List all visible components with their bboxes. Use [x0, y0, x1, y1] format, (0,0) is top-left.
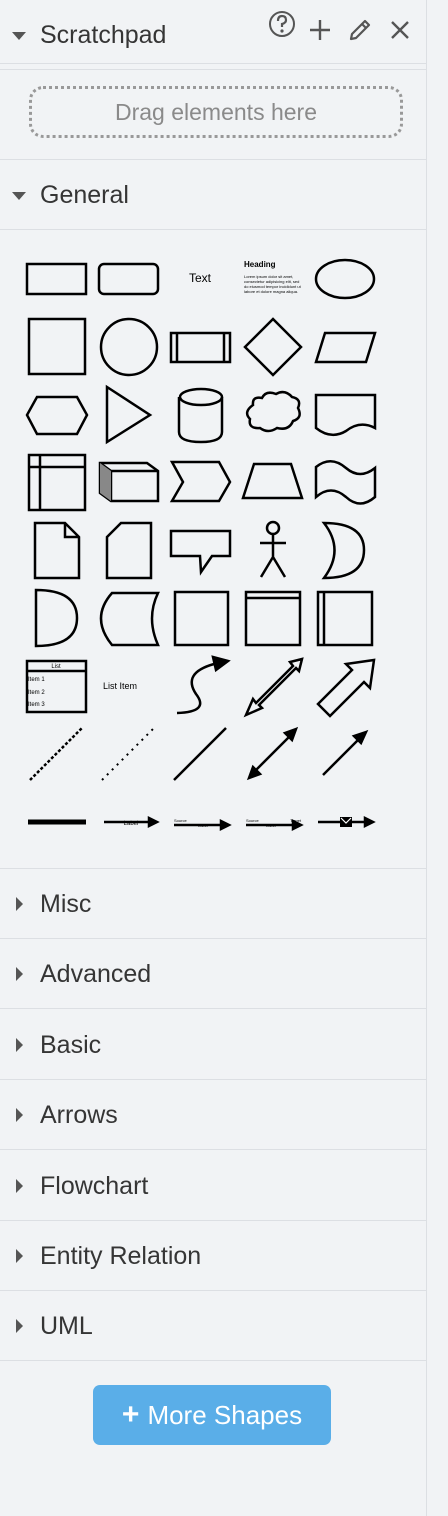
shape-text-label[interactable]: Text — [189, 271, 212, 285]
chevron-down-icon[interactable] — [12, 29, 26, 43]
shape-document[interactable] — [314, 393, 377, 437]
connector-label: Label — [266, 823, 276, 828]
list-item: Item 3 — [28, 702, 45, 708]
shape-labeled-connector[interactable]: Label — [104, 815, 160, 829]
shape-tape[interactable] — [314, 460, 377, 505]
shape-container-title[interactable] — [244, 590, 302, 647]
shape-delay[interactable] — [34, 588, 79, 648]
heading-title: Heading — [244, 260, 276, 269]
section-misc-header[interactable]: Misc — [0, 869, 426, 939]
shape-block-arrow[interactable] — [316, 658, 376, 718]
target-label: Target — [290, 818, 302, 823]
divider — [0, 159, 426, 160]
heading-body-line: labore et dolore magna aliqua. — [244, 289, 298, 294]
shape-circle[interactable] — [99, 317, 159, 377]
help-icon[interactable] — [268, 10, 296, 38]
plus-icon[interactable] — [306, 16, 334, 44]
shape-trapezoid[interactable] — [241, 462, 304, 500]
pencil-icon[interactable] — [346, 16, 374, 44]
source-label: Source — [246, 818, 259, 823]
close-icon[interactable] — [386, 16, 414, 44]
shape-directional-connector[interactable] — [322, 729, 369, 776]
source-label: Source — [174, 818, 187, 823]
shape-bidirectional-connector[interactable] — [246, 726, 299, 781]
shape-cube[interactable] — [98, 461, 160, 503]
list-title: List — [51, 664, 61, 670]
plus-icon: + — [121, 1398, 140, 1431]
shape-process[interactable] — [169, 331, 232, 364]
section-entity-relation-header[interactable]: Entity Relation — [0, 1221, 426, 1291]
shape-heading-textbox[interactable]: Heading Lorem ipsum dolor sit amet, cons… — [244, 260, 302, 294]
more-shapes-label: More Shapes — [147, 1400, 303, 1430]
chevron-down-icon[interactable] — [12, 189, 26, 203]
shape-dotted-line[interactable] — [101, 727, 155, 781]
general-shapes-palette: Text Heading Lorem ipsum dolor sit amet,… — [25, 258, 377, 832]
chevron-right-icon[interactable] — [12, 1038, 26, 1052]
shape-dashed-line[interactable] — [29, 727, 83, 781]
list-item: Item 2 — [28, 690, 45, 696]
connector-label: Label — [198, 823, 208, 828]
shape-cloud[interactable] — [245, 390, 301, 433]
chevron-right-icon[interactable] — [12, 1249, 26, 1263]
shape-line[interactable] — [173, 727, 227, 781]
heading-body-line: Lorem ipsum dolor sit amet, — [244, 274, 293, 279]
chevron-right-icon[interactable] — [12, 1108, 26, 1122]
section-basic-header[interactable]: Basic — [0, 1010, 426, 1080]
section-title: Entity Relation — [40, 1242, 202, 1270]
section-flowchart-header[interactable]: Flowchart — [0, 1151, 426, 1221]
shape-callout[interactable] — [169, 529, 232, 576]
shape-cylinder[interactable] — [177, 387, 224, 444]
scratchpad-drop-zone[interactable]: Drag elements here — [29, 86, 403, 138]
shape-or[interactable] — [321, 521, 366, 580]
section-title: UML — [40, 1312, 93, 1340]
shape-actor[interactable] — [259, 520, 287, 578]
shape-bidirectional-arrow[interactable] — [243, 657, 304, 718]
shape-diamond[interactable] — [243, 317, 303, 377]
section-uml-header[interactable]: UML — [0, 1291, 426, 1361]
scratchpad-title: Scratchpad — [40, 21, 167, 49]
shape-list[interactable]: List Item 1 Item 2 Item 3 — [25, 659, 88, 714]
chevron-right-icon[interactable] — [12, 897, 26, 911]
shape-step[interactable] — [169, 460, 232, 503]
shape-swimlane-vertical[interactable] — [316, 590, 374, 647]
section-general-header[interactable]: General — [0, 160, 426, 230]
chevron-right-icon[interactable] — [12, 1319, 26, 1333]
heading-body-line: do eiusmod tempor incididunt ut — [244, 284, 302, 289]
connector-label: Label — [124, 821, 139, 827]
shape-triangle[interactable] — [105, 384, 153, 445]
section-advanced-header[interactable]: Advanced — [0, 939, 426, 1009]
section-title: Advanced — [40, 960, 152, 988]
shape-container[interactable] — [173, 590, 230, 647]
shape-message-connector[interactable] — [318, 815, 376, 829]
shape-internal-storage[interactable] — [27, 453, 87, 512]
shape-sidebar: Scratchpad Drag elements here General Te… — [0, 0, 427, 1516]
chevron-right-icon[interactable] — [12, 1179, 26, 1193]
divider — [0, 868, 426, 869]
shape-note[interactable] — [33, 521, 81, 580]
shape-ellipse[interactable] — [314, 258, 376, 300]
shape-rectangle[interactable] — [25, 262, 88, 296]
section-title: Arrows — [40, 1101, 118, 1129]
shape-curved-arrow[interactable] — [176, 655, 231, 715]
shape-parallelogram[interactable] — [314, 331, 377, 364]
shape-list-item[interactable]: List Item — [103, 681, 137, 691]
heading-body-line: consectetur adipisicing elit, sed — [244, 279, 299, 284]
section-title: Misc — [40, 890, 92, 918]
shape-hexagon[interactable] — [25, 395, 89, 436]
divider — [0, 63, 426, 64]
chevron-right-icon[interactable] — [12, 967, 26, 981]
section-title: General — [40, 181, 129, 209]
shape-source-connector[interactable]: Source Label — [174, 818, 232, 832]
scratchpad-header[interactable]: Scratchpad — [0, 0, 426, 70]
shape-data-storage[interactable] — [99, 591, 160, 647]
shape-rounded-rectangle[interactable] — [97, 262, 160, 296]
section-title: Basic — [40, 1031, 102, 1059]
shape-source-target-connector[interactable]: Source Label Target — [246, 818, 304, 832]
section-title: Flowchart — [40, 1172, 149, 1200]
list-item: Item 1 — [28, 677, 45, 683]
shape-square[interactable] — [27, 317, 87, 376]
shape-card[interactable] — [105, 521, 153, 580]
section-arrows-header[interactable]: Arrows — [0, 1080, 426, 1150]
more-shapes-button[interactable]: +More Shapes — [93, 1385, 331, 1445]
